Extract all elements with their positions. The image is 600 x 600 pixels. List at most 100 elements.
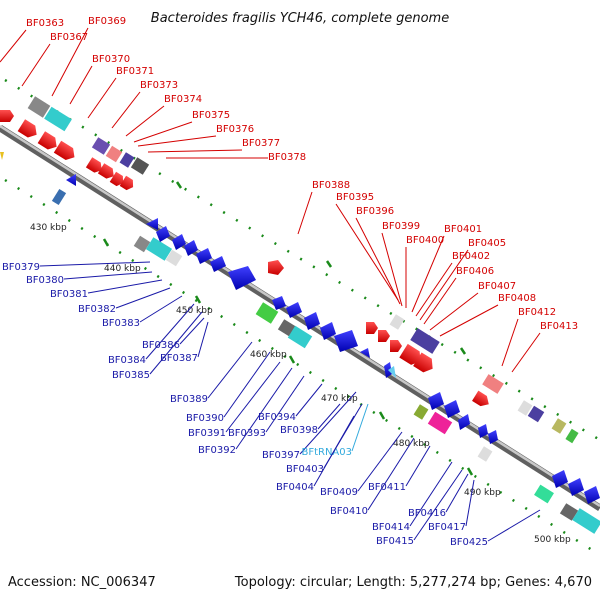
gene-label: BF0375 xyxy=(192,110,230,121)
gene-label-leader xyxy=(207,341,253,399)
gene-label: BF0379 xyxy=(2,262,40,273)
gene-label-leader xyxy=(235,367,293,450)
gene-label-leader xyxy=(367,437,415,511)
gene-label-leader xyxy=(511,332,541,373)
gene-label: BF0410 xyxy=(330,506,368,517)
gene-label-leader xyxy=(145,303,195,360)
tick-rails xyxy=(4,78,600,557)
gene-label: BF0398 xyxy=(280,425,318,436)
gene-label-leader xyxy=(423,277,457,325)
gene-label-leader xyxy=(299,391,357,455)
gene-label: BF0409 xyxy=(320,487,358,498)
gene-label-leader xyxy=(335,203,399,301)
gene-label: BF0399 xyxy=(382,221,420,232)
reverse-genes xyxy=(0,152,600,534)
gene-label: BF0394 xyxy=(258,412,296,423)
gene-label-leader xyxy=(179,317,205,345)
gene-label: BF0369 xyxy=(88,16,126,27)
gene-label-leader xyxy=(429,292,479,331)
scale-label: 490 kbp xyxy=(464,488,501,498)
gene-label-leader xyxy=(295,383,323,417)
gene-label: BF0404 xyxy=(276,482,314,493)
gene-label-leader xyxy=(133,121,193,143)
gene-label-leader xyxy=(63,271,153,280)
gene-label-leader xyxy=(411,235,445,313)
gene-label-leader xyxy=(297,191,313,235)
gene-label-leader xyxy=(317,403,341,430)
gene-label: BF0402 xyxy=(452,251,490,262)
gene-label-leader xyxy=(501,318,519,367)
gene-label: BF0381 xyxy=(50,289,88,300)
gene-label-leader xyxy=(405,445,431,487)
gene-label: BF0388 xyxy=(312,180,350,191)
gene-label-leader xyxy=(21,43,51,87)
gene-label-leader xyxy=(115,287,171,309)
gene-label-leader xyxy=(197,321,209,358)
gene-label-leader xyxy=(439,304,499,337)
gene-label: BF0374 xyxy=(164,94,202,105)
gene-label: BF0391 xyxy=(188,428,226,439)
forward-genes xyxy=(0,96,579,444)
gene-label: BF0389 xyxy=(170,394,208,405)
gene-label-leader xyxy=(487,509,541,542)
gene-label-leader xyxy=(419,249,469,321)
gene-label: BF0383 xyxy=(102,318,140,329)
gene-label: BFtRNA03 xyxy=(301,447,352,458)
gene-label: BF0385 xyxy=(112,370,150,381)
gene-label-leader xyxy=(409,461,453,527)
gene-label: BF0406 xyxy=(456,266,494,277)
gene-label: BF0387 xyxy=(160,353,198,364)
gene-label: BF0411 xyxy=(368,482,406,493)
genome-backbone xyxy=(0,124,600,511)
gene-label-leader xyxy=(351,403,369,452)
gene-label-leader xyxy=(139,295,183,323)
gene-label: BF0367 xyxy=(50,32,88,43)
gene-label-leader xyxy=(355,217,401,305)
map-title: Bacteroides fragilis YCH46, complete gen… xyxy=(151,11,449,26)
gene-label: BF0382 xyxy=(78,304,116,315)
gene-label-leader xyxy=(137,135,217,147)
gene-label: BF0396 xyxy=(356,206,394,217)
gene-label: BF0403 xyxy=(286,464,324,475)
gene-label: BF0386 xyxy=(142,340,180,351)
accession-text: Accession: NC_006347 xyxy=(8,575,156,590)
gene-label: BF0401 xyxy=(444,224,482,235)
gene-label: BF0376 xyxy=(216,124,254,135)
gene-label-leader xyxy=(225,361,281,433)
gene-label-leader xyxy=(357,431,403,492)
gene-label: BF0395 xyxy=(336,192,374,203)
gene-label: BF0397 xyxy=(262,450,300,461)
gene-label-leader xyxy=(69,65,93,105)
gene-label: BF0393 xyxy=(228,428,266,439)
gene-label-leader xyxy=(445,473,469,513)
gene-label-leader xyxy=(87,279,163,294)
gene-label: BF0417 xyxy=(428,522,466,533)
gene-label-leader xyxy=(149,311,203,375)
gene-label: BF0384 xyxy=(108,355,146,366)
gene-label: BF0378 xyxy=(268,152,306,163)
scale-label: 480 kbp xyxy=(393,439,430,449)
gene-label-leader xyxy=(111,91,141,129)
gene-label: BF0371 xyxy=(116,66,154,77)
gene-label-leader xyxy=(87,77,117,119)
gene-label: BF0416 xyxy=(408,508,446,519)
gene-label-leader xyxy=(223,351,271,418)
gene-label-leader xyxy=(39,261,151,267)
gene-label: BF0425 xyxy=(450,537,488,548)
gene-label-leader xyxy=(0,29,27,63)
gene-label: BF0405 xyxy=(468,238,506,249)
scale-label: 440 kbp xyxy=(104,264,141,274)
gene-label-leader xyxy=(51,27,89,97)
gene-label: BF0377 xyxy=(242,138,280,149)
scale-label: 450 kbp xyxy=(176,306,213,316)
gene-label: BF0380 xyxy=(26,275,64,286)
gene-label: BF0363 xyxy=(26,18,64,29)
gene-label-leader xyxy=(147,149,243,153)
gene-label-leader xyxy=(313,415,355,487)
gene-label: BF0407 xyxy=(478,281,516,292)
gene-label-leader xyxy=(381,232,403,307)
gene-label: BF0390 xyxy=(186,413,224,424)
scale-label: 430 kbp xyxy=(30,223,67,233)
tick-marks-major xyxy=(102,181,474,476)
